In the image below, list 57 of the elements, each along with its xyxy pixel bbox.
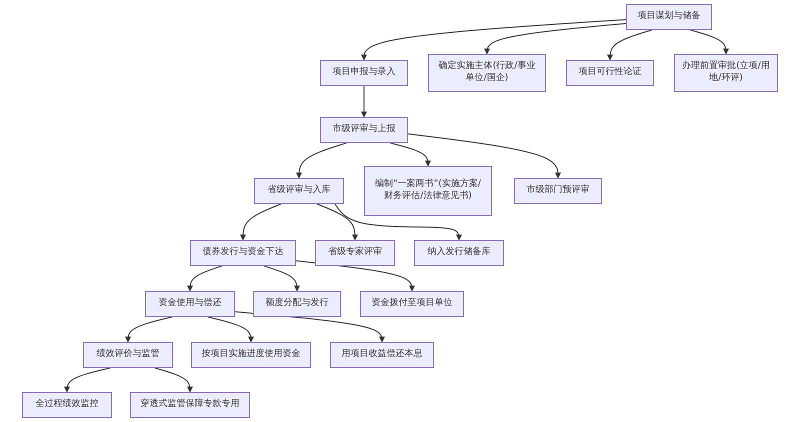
node-label: 按项目实施进度使用资金	[202, 349, 300, 361]
arrow	[334, 204, 462, 241]
process-box	[191, 342, 311, 368]
node-label: 项目可行性论证	[578, 67, 642, 79]
process-box	[428, 54, 546, 92]
arrow	[154, 368, 193, 393]
arrow	[690, 30, 729, 55]
node-label: 确定实施主体(行政/事业单位/国企)	[438, 61, 536, 85]
arrow	[607, 30, 652, 61]
process-box	[254, 178, 344, 204]
process-box	[130, 392, 250, 418]
process-box	[414, 240, 504, 266]
arrow	[361, 86, 367, 118]
node-label: 全过程绩效监控	[36, 399, 98, 411]
arrow	[484, 23, 626, 55]
process-box	[514, 178, 602, 204]
node-label: 额度分配与发行	[266, 298, 328, 310]
process-box	[22, 392, 112, 418]
process-box	[83, 342, 173, 368]
node-label: 市级评审与上报	[332, 124, 396, 136]
arrow	[125, 316, 172, 343]
node-label: 办理前置审批(立项/用地/环评)	[681, 61, 771, 85]
process-box	[674, 54, 778, 92]
arrow	[240, 204, 282, 241]
arrow	[390, 142, 431, 167]
node-label: 市级部门预评审	[526, 185, 590, 197]
node-label: 用项目收益偿还本息	[342, 349, 422, 361]
arrow	[64, 368, 110, 393]
node-label: 项目谋划与储备	[638, 11, 700, 23]
node-label: 省级评审与入库	[268, 185, 330, 197]
node-label: 资金拨付至项目单位	[372, 298, 452, 310]
arrow	[408, 133, 561, 179]
process-box	[320, 60, 408, 86]
process-box	[320, 117, 408, 143]
node-label: 穿透式监管保障专款专用	[140, 399, 240, 411]
arrow	[208, 316, 254, 343]
node-label: 编制“一案两书”(实施方案/财务评估/法律意见书)	[374, 179, 482, 203]
arrow	[361, 19, 626, 61]
process-box	[145, 291, 235, 317]
node-label: 项目申报与录入	[332, 67, 396, 79]
arrow	[187, 266, 222, 292]
process-box	[330, 342, 434, 368]
process-box	[315, 240, 395, 266]
node-label: 绩效评价与监管	[96, 349, 160, 361]
arrow	[296, 142, 347, 179]
process-box	[360, 291, 464, 317]
arrow	[316, 204, 358, 241]
node-label: 省级专家评审	[328, 247, 382, 259]
node-label: 债券发行与资金下达	[202, 247, 284, 259]
process-box	[364, 166, 492, 216]
process-box	[566, 60, 654, 86]
process-box	[190, 240, 296, 266]
node-label: 资金使用与偿还	[158, 298, 222, 310]
arrow	[264, 266, 300, 292]
process-box	[253, 291, 341, 317]
node-label: 纳入发行储备库	[428, 247, 490, 259]
process-box	[626, 4, 712, 30]
